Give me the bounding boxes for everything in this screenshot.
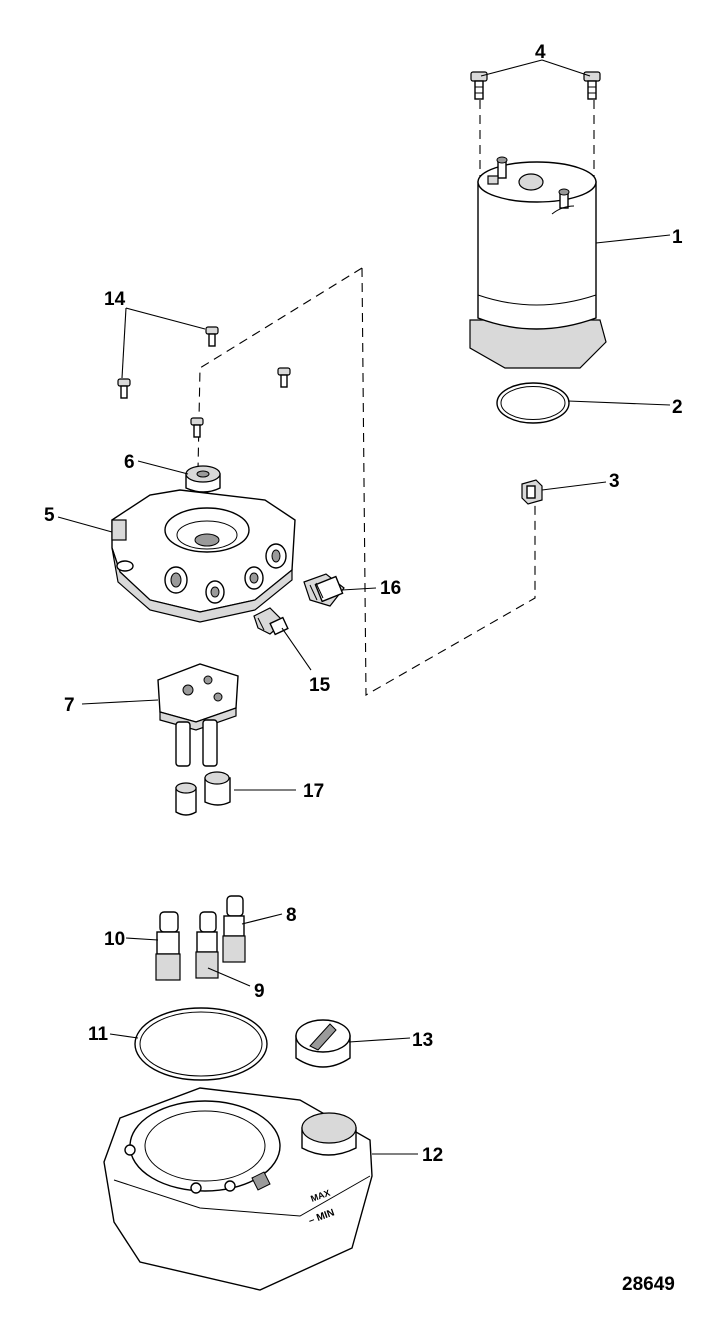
callout-5: 5 [44,505,55,526]
callout-6: 6 [124,452,135,473]
plugs [175,771,231,816]
callout-7: 7 [64,695,75,716]
callout-17: 17 [303,781,324,802]
leader-lines [57,59,671,1155]
callout-10: 10 [104,929,125,950]
pump-manifold [111,489,296,623]
callout-4: 4 [535,42,546,63]
electric-motor [469,156,607,369]
callout-16: 16 [380,578,401,599]
callout-13: 13 [412,1030,433,1051]
fitting-15 [253,607,289,636]
reservoir: MAX – MIN [103,1087,373,1291]
fill-cap [295,1019,351,1068]
callout-11: 11 [88,1024,109,1045]
callout-labels: 1 2 3 4 5 6 7 8 9 10 11 12 13 14 15 16 1… [44,42,683,1166]
coupler [521,479,543,505]
callout-15: 15 [309,675,331,696]
callout-2: 2 [672,397,683,418]
callout-3: 3 [609,471,620,492]
motor-o-ring [496,382,570,424]
callout-8: 8 [286,905,297,926]
reservoir-o-ring [134,1007,268,1081]
figure-number: 28649 [622,1274,675,1295]
callout-14: 14 [104,289,126,310]
seal [185,465,221,493]
fitting-16 [303,573,345,607]
valve-cartridges [155,895,246,981]
callout-1: 1 [672,227,683,248]
motor-screws [470,71,601,100]
manifold-screws [117,326,291,438]
valve-body [157,663,239,767]
callout-9: 9 [254,981,265,1002]
callout-12: 12 [422,1145,443,1166]
